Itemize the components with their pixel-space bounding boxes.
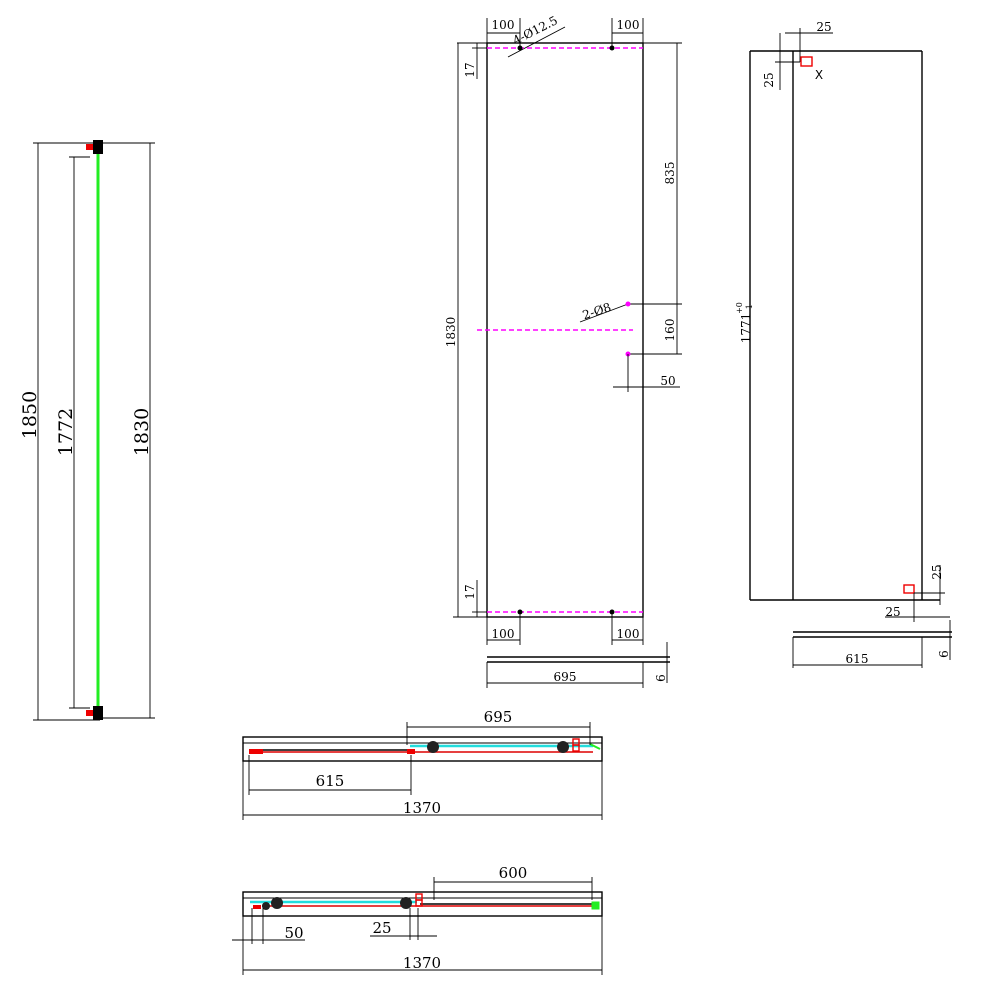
svg-text:+0: +0 <box>735 302 744 314</box>
svg-text:25: 25 <box>885 605 900 619</box>
svg-text:1370: 1370 <box>403 954 441 972</box>
dim-1850: 1850 <box>19 391 41 439</box>
svg-text:25: 25 <box>930 564 944 579</box>
svg-text:25: 25 <box>816 20 831 34</box>
svg-text:25: 25 <box>372 919 391 937</box>
dim-1830: 1830 <box>131 408 153 456</box>
svg-text:17: 17 <box>463 62 477 77</box>
bottom-roller <box>93 706 103 720</box>
plan-view-bottom: 600 50 25 1370 <box>232 864 603 975</box>
hole-mid-label: 2-Ø8 <box>581 300 613 322</box>
svg-text:160: 160 <box>663 319 677 342</box>
svg-text:100: 100 <box>617 18 640 32</box>
svg-text:6: 6 <box>937 650 951 658</box>
svg-text:50: 50 <box>284 924 303 942</box>
side-view: 1850 1772 1830 <box>19 140 155 721</box>
svg-text:100: 100 <box>617 627 640 641</box>
svg-text:100: 100 <box>492 627 515 641</box>
svg-text:695: 695 <box>554 670 577 684</box>
svg-text:-1: -1 <box>745 304 754 312</box>
door-panel-view: 25 25 X 1771 +0 -1 25 25 6 615 <box>735 20 952 668</box>
fixed-panel-view: 100 100 4-Ø12.5 17 1830 835 160 2-Ø8 5 <box>444 13 682 688</box>
svg-text:50: 50 <box>660 374 675 388</box>
svg-text:695: 695 <box>484 708 513 726</box>
svg-text:1830: 1830 <box>444 317 458 348</box>
bottom-stopper <box>86 710 93 716</box>
svg-text:X: X <box>815 68 823 82</box>
svg-text:25: 25 <box>762 72 776 87</box>
svg-text:17: 17 <box>463 584 477 599</box>
svg-text:615: 615 <box>316 772 345 790</box>
svg-text:1370: 1370 <box>403 799 441 817</box>
top-stopper <box>86 144 93 150</box>
svg-text:615: 615 <box>846 652 869 666</box>
top-roller <box>93 140 103 154</box>
svg-text:835: 835 <box>663 162 677 185</box>
svg-text:6: 6 <box>654 674 668 682</box>
svg-text:100: 100 <box>492 18 515 32</box>
dim-1772: 1772 <box>55 408 77 456</box>
svg-text:1771: 1771 <box>739 313 753 344</box>
plan-view-top: 695 615 1370 <box>242 708 603 820</box>
svg-text:600: 600 <box>499 864 528 882</box>
